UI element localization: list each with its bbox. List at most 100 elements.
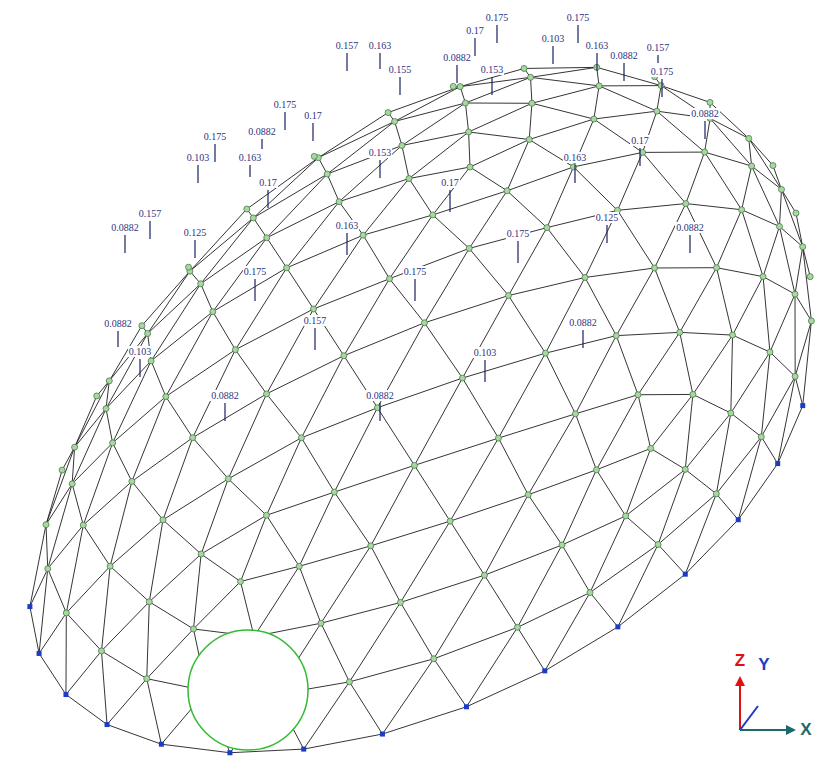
dome-member [562, 545, 590, 593]
dome-member [469, 132, 530, 140]
dome-member [201, 284, 213, 312]
dome-member [267, 238, 287, 268]
axis-label: Z [734, 652, 746, 670]
joint-node [528, 74, 534, 80]
load-value: 0.163 [368, 40, 393, 51]
joint-node [296, 563, 302, 569]
load-value: 0.175 [273, 99, 298, 110]
dome-member [48, 484, 72, 569]
joint-node [635, 392, 641, 398]
joint-node [346, 679, 352, 685]
support-node [736, 517, 741, 522]
dome-member [716, 413, 731, 494]
joint-node [572, 411, 578, 417]
dome-member [400, 602, 433, 658]
joint-node [210, 309, 216, 315]
joint-node [702, 149, 708, 155]
dome-member [148, 271, 190, 333]
dome-member [529, 119, 594, 139]
dome-member [39, 653, 66, 694]
joint-node [110, 440, 116, 446]
dome-member [434, 575, 485, 659]
dome-member [574, 167, 618, 210]
dome-member [147, 629, 194, 679]
dome-member [599, 86, 657, 111]
support-node [301, 747, 306, 752]
dome-member [618, 204, 686, 211]
joint-node [677, 329, 683, 335]
joint-node [778, 186, 784, 192]
dome-member [110, 566, 149, 602]
support-node [37, 651, 42, 656]
dome-member [101, 602, 149, 651]
load-leader [552, 46, 553, 64]
dome-member [717, 268, 733, 335]
dome-member [113, 397, 166, 443]
support-node [800, 403, 805, 408]
dome-member [66, 651, 102, 695]
dome-member [803, 247, 812, 321]
dome-member [547, 167, 574, 228]
dome-member [517, 593, 590, 628]
dome-member [658, 544, 685, 574]
joint-node [298, 435, 304, 441]
dome-member [327, 145, 402, 174]
dome-member [161, 744, 230, 753]
load-value: 0.125 [183, 227, 208, 238]
load-leader [704, 121, 705, 139]
dome-member [132, 438, 193, 482]
dome-member [731, 335, 733, 413]
load-value: 0.153 [368, 147, 393, 158]
dome-member [321, 546, 371, 623]
axis-label: Y [757, 656, 770, 674]
dome-member [163, 479, 228, 520]
dome-member [334, 492, 370, 546]
dome-member [599, 85, 661, 86]
dome-member [190, 218, 253, 271]
dome-member [742, 210, 780, 227]
load-leader [194, 240, 195, 258]
dome-member [795, 247, 803, 294]
load-leader [224, 403, 225, 421]
dome-member [377, 408, 414, 466]
joint-node [495, 435, 501, 441]
dome-member [148, 284, 201, 334]
dome-member [465, 103, 468, 132]
dome-member [149, 602, 193, 629]
dome-member [545, 593, 590, 671]
dome-member [66, 566, 110, 613]
joint-node [430, 212, 436, 218]
joint-node [397, 599, 403, 605]
dome-member [363, 215, 433, 235]
dome-member [142, 271, 190, 325]
dome-member [253, 218, 266, 238]
joint-node [728, 410, 734, 416]
dome-member [201, 554, 240, 582]
dome-member [193, 554, 201, 629]
dome-member [531, 77, 600, 86]
dome-member [83, 525, 110, 566]
joint-node [198, 281, 204, 287]
joint-node [466, 245, 472, 251]
dome-member [193, 438, 229, 479]
load-value: 0.0882 [210, 390, 240, 401]
joint-node [462, 100, 468, 106]
support-node [105, 722, 110, 727]
joint-node [324, 171, 330, 177]
dome-member [149, 554, 201, 602]
joint-node [559, 542, 565, 548]
load-value: 0.17 [465, 25, 485, 36]
dome-member [680, 332, 693, 394]
dome-member [424, 248, 469, 322]
load-value: 0.0882 [365, 390, 395, 401]
dome-member [48, 525, 84, 569]
joint-node [730, 332, 736, 338]
dome-member [201, 515, 266, 554]
dome-member [545, 627, 618, 671]
load-value: 0.0882 [110, 222, 140, 233]
dome-member [267, 356, 344, 394]
joint-node [139, 323, 145, 329]
dome-member [528, 470, 596, 495]
dome-member [686, 204, 742, 210]
load-value: 0.0882 [675, 222, 705, 233]
